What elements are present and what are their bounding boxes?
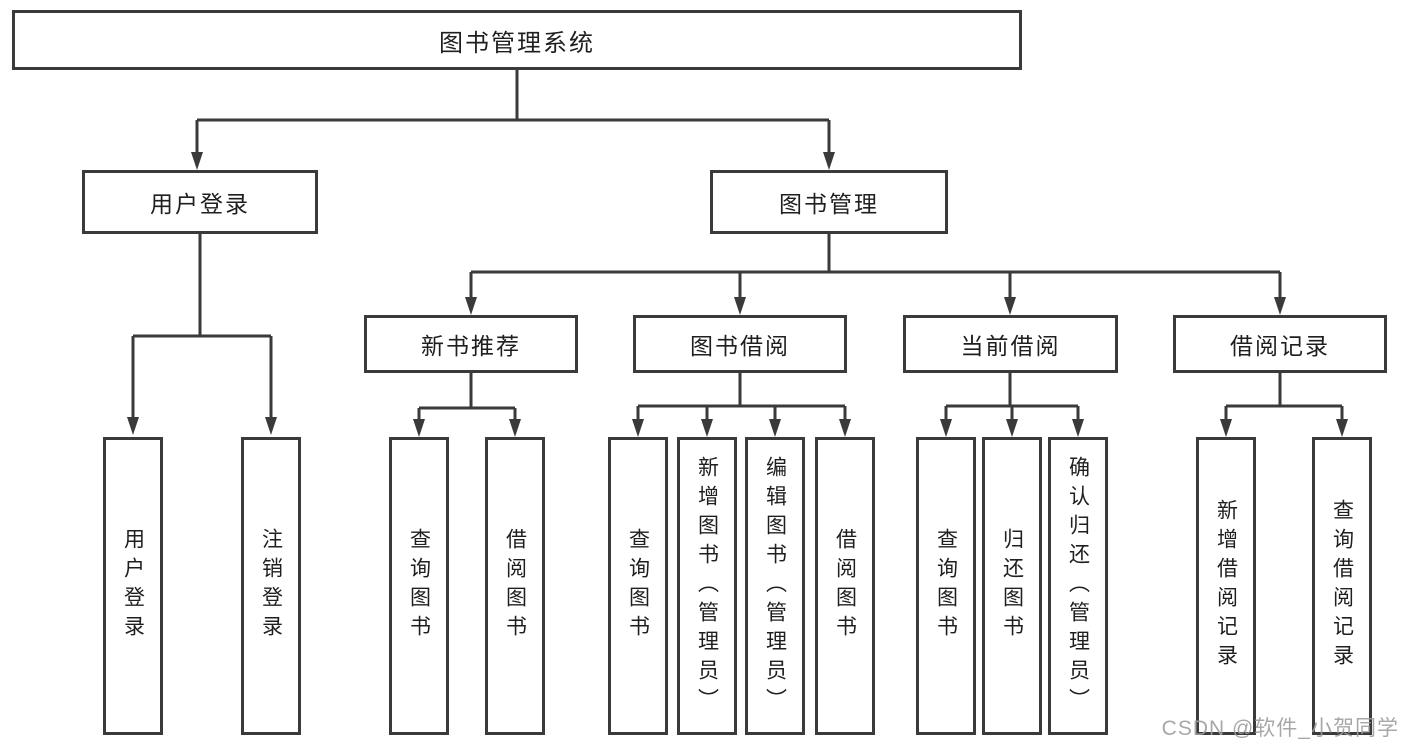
leaf-records-add-record: 新增借阅记录: [1196, 437, 1256, 735]
leaf-current-return-books: 归还图书: [982, 437, 1042, 735]
node-user-login-label: 用户登录: [150, 191, 250, 217]
leaf-records-add-record-label: 新增借阅记录: [1214, 499, 1238, 673]
node-new-book-recommend-label: 新书推荐: [421, 333, 521, 359]
leaf-current-return-books-label: 归还图书: [1000, 528, 1024, 644]
node-book-borrow-label: 图书借阅: [690, 333, 790, 359]
node-book-management-label: 图书管理: [779, 191, 879, 217]
leaf-borrow-borrow-books: 借阅图书: [815, 437, 875, 735]
leaf-rec-query-books: 查询图书: [389, 437, 449, 735]
leaf-borrow-add-books-admin-label: 新增图书（管理员）: [695, 455, 719, 717]
node-user-login: 用户登录: [82, 170, 318, 234]
leaf-borrow-edit-books-admin: 编辑图书（管理员）: [745, 437, 805, 735]
node-borrow-records-label: 借阅记录: [1230, 333, 1330, 359]
leaf-borrow-query-books-label: 查询图书: [626, 528, 650, 644]
leaf-current-query-books-label: 查询图书: [934, 528, 958, 644]
leaf-records-query-record-label: 查询借阅记录: [1330, 499, 1354, 673]
node-new-book-recommend: 新书推荐: [364, 315, 578, 373]
leaf-rec-query-books-label: 查询图书: [407, 528, 431, 644]
leaf-borrow-borrow-books-label: 借阅图书: [833, 528, 857, 644]
node-book-management: 图书管理: [710, 170, 948, 234]
csdn-watermark: CSDN @软件_小贺同学: [1161, 717, 1399, 740]
node-current-borrow-label: 当前借阅: [960, 333, 1061, 359]
leaf-logout-label: 注销登录: [259, 528, 283, 644]
leaf-borrow-add-books-admin: 新增图书（管理员）: [677, 437, 737, 735]
leaf-user-login-label: 用户登录: [121, 528, 145, 644]
leaf-user-login: 用户登录: [103, 437, 163, 735]
leaf-borrow-query-books: 查询图书: [608, 437, 668, 735]
node-root-label: 图书管理系统: [439, 29, 595, 57]
node-current-borrow: 当前借阅: [903, 315, 1118, 373]
leaf-current-confirm-return-admin: 确认归还（管理员）: [1048, 437, 1108, 735]
leaf-records-query-record: 查询借阅记录: [1312, 437, 1372, 735]
leaf-rec-borrow-books-label: 借阅图书: [503, 528, 527, 644]
leaf-current-query-books: 查询图书: [916, 437, 976, 735]
leaf-borrow-edit-books-admin-label: 编辑图书（管理员）: [763, 455, 787, 717]
node-root: 图书管理系统: [12, 10, 1022, 70]
node-borrow-records: 借阅记录: [1173, 315, 1387, 373]
leaf-current-confirm-return-admin-label: 确认归还（管理员）: [1066, 455, 1090, 717]
node-book-borrow: 图书借阅: [633, 315, 847, 373]
leaf-rec-borrow-books: 借阅图书: [485, 437, 545, 735]
leaf-logout: 注销登录: [241, 437, 301, 735]
